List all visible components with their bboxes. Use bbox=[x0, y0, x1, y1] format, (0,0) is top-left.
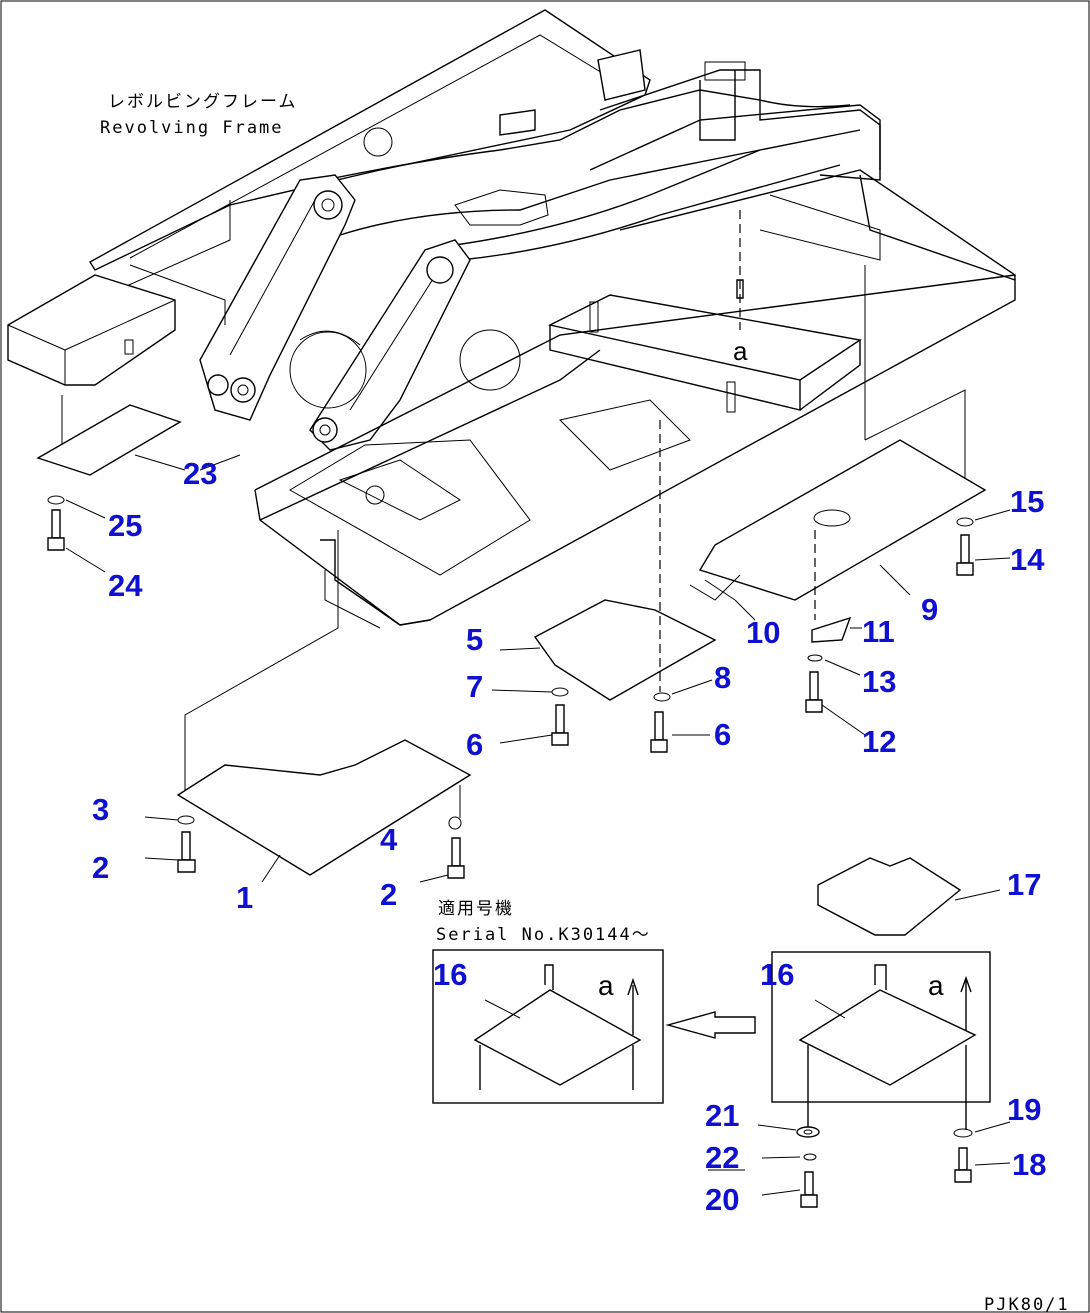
callout-23: 23 bbox=[183, 456, 217, 491]
serial-inset bbox=[432, 949, 991, 1130]
fasteners-18-22 bbox=[708, 1121, 1011, 1208]
callout-6-right: 6 bbox=[714, 717, 731, 752]
frame-label-jp: レボルビングフレーム bbox=[108, 92, 298, 112]
callout-16-inset: 16 bbox=[433, 957, 467, 992]
callout-3: 3 bbox=[92, 792, 109, 827]
frame-label-en: Revolving Frame bbox=[100, 118, 284, 138]
callout-21: 21 bbox=[705, 1098, 739, 1133]
callout-18: 18 bbox=[1012, 1147, 1046, 1182]
callout-5: 5 bbox=[466, 622, 483, 657]
callout-9: 9 bbox=[921, 592, 938, 627]
cover-23 bbox=[36, 395, 186, 573]
serial-note-en: Serial No.K30144～ bbox=[436, 925, 651, 945]
callout-12: 12 bbox=[862, 724, 896, 759]
cover-9 bbox=[689, 265, 1011, 736]
callout-4: 4 bbox=[380, 822, 398, 857]
footer-code: PJK80/1 bbox=[984, 1295, 1070, 1313]
callout-14: 14 bbox=[1010, 542, 1045, 577]
view-marker-a: a bbox=[733, 336, 748, 366]
cover-1 bbox=[144, 530, 472, 883]
callout-16-current: 16 bbox=[760, 957, 794, 992]
callout-1: 1 bbox=[236, 880, 253, 915]
callout-8: 8 bbox=[714, 660, 731, 695]
callout-25: 25 bbox=[108, 508, 142, 543]
callout-24: 24 bbox=[108, 568, 143, 603]
callout-2-left: 2 bbox=[92, 850, 109, 885]
callout-10: 10 bbox=[746, 615, 780, 650]
callout-11: 11 bbox=[862, 614, 895, 649]
view-marker-a-current: a bbox=[928, 970, 944, 1001]
callout-15: 15 bbox=[1010, 484, 1044, 519]
plate-17 bbox=[817, 857, 1001, 936]
callout-17: 17 bbox=[1007, 867, 1041, 902]
serial-note-jp: 適用号機 bbox=[438, 899, 514, 919]
callout-2-right: 2 bbox=[380, 877, 397, 912]
view-marker-a-inset: a bbox=[598, 970, 614, 1001]
callout-19: 19 bbox=[1007, 1092, 1041, 1127]
callout-13: 13 bbox=[862, 664, 896, 699]
callout-6-left: 6 bbox=[466, 727, 483, 762]
cover-5 bbox=[491, 420, 717, 753]
callout-7: 7 bbox=[466, 669, 483, 704]
callout-22: 22 bbox=[705, 1140, 739, 1175]
callout-20: 20 bbox=[705, 1182, 739, 1217]
revolving-frame-drawing bbox=[7, 9, 1016, 629]
